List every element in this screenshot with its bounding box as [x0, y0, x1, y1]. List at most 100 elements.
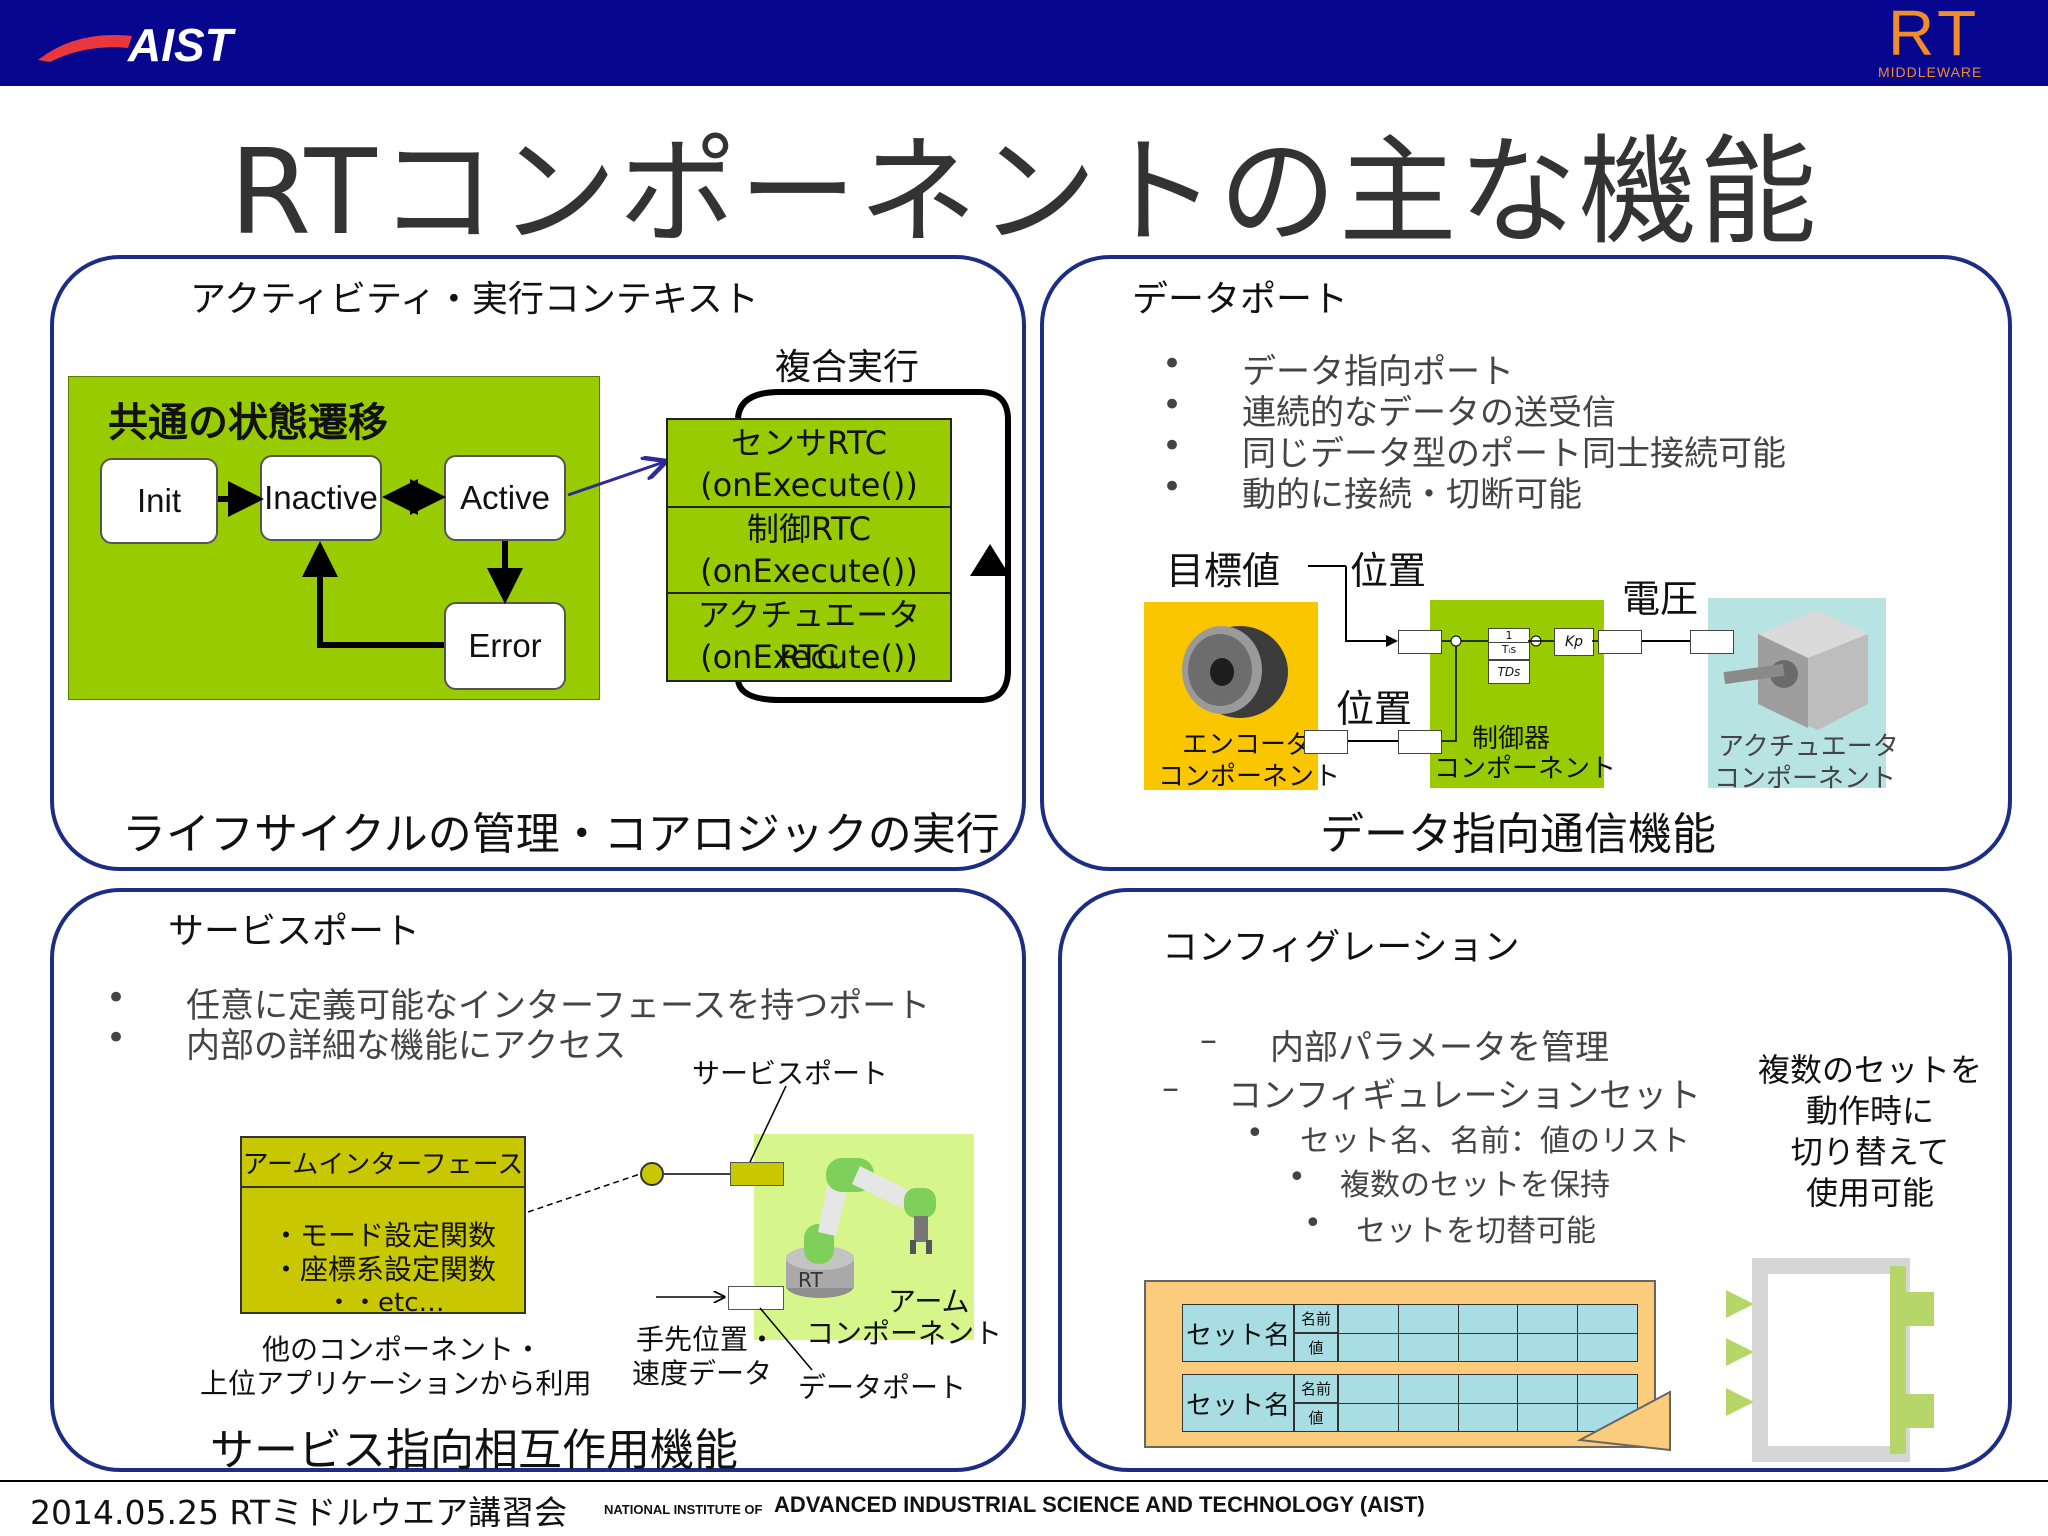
composite-loop-arrowhead-icon: [970, 544, 1010, 576]
ti-block: 1 Tᵢs: [1488, 628, 1530, 660]
state-init: Init: [100, 458, 218, 544]
state-init-label: Init: [136, 482, 182, 519]
config-item-5: セットを切替可能: [1356, 1214, 1596, 1249]
activity-heading: アクティビティ・実行コンテキスト: [190, 279, 759, 320]
config-set-1: セット名 名前 値: [1182, 1304, 1638, 1362]
encoder-label-2: コンポーネント: [1158, 762, 1341, 792]
set-1-cell: [1577, 1332, 1638, 1362]
config-marker-5: •: [1304, 1206, 1322, 1241]
dataport-bullet-3: 同じデータ型のポート同士接続可能: [1242, 434, 1786, 474]
set-2-cell: [1338, 1374, 1399, 1404]
state-active: Active: [444, 455, 566, 541]
config-note-3: 切り替えて: [1790, 1133, 1950, 1171]
bullet-icon: •: [106, 978, 127, 1018]
config-marker-4: •: [1288, 1160, 1306, 1195]
hand-label-1: 手先位置・: [636, 1323, 777, 1356]
actuator-label-1: アクチュエータ: [1718, 732, 1899, 762]
config-note-2: 動作時に: [1805, 1092, 1934, 1130]
rtc-actuator-name: アクチュエータRTC: [697, 596, 921, 676]
set-2-cell: [1397, 1374, 1459, 1404]
rtc-sensor: センサRTC (onExecute()): [668, 420, 950, 508]
hand-label-2: 速度データ: [632, 1357, 773, 1390]
encoder-outport-position[interactable]: [1304, 730, 1348, 754]
footer-org-prefix: NATIONAL INSTITUTE OF: [604, 1502, 763, 1517]
set-1-cell: [1338, 1332, 1399, 1362]
composite-label: 複合実行: [775, 347, 920, 388]
td-block: TDs: [1488, 660, 1530, 684]
rtc-actuator: アクチュエータRTC (onExecute()): [668, 592, 950, 680]
set-1-cell: [1338, 1304, 1399, 1334]
set-1-cell: [1457, 1304, 1519, 1334]
set-2-cell: [1457, 1374, 1519, 1404]
state-active-label: Active: [460, 479, 550, 516]
state-error: Error: [444, 602, 566, 690]
set-1-value-key: 値: [1294, 1333, 1338, 1362]
set-1-cell: [1577, 1304, 1638, 1334]
rtc-control: 制御RTC (onExecute()): [668, 506, 950, 594]
config-item-4: 複数のセットを保持: [1340, 1168, 1610, 1203]
label-target: 目標値: [1166, 549, 1281, 593]
users-label-1: 他のコンポーネント・: [262, 1333, 543, 1366]
config-marker-1: –: [1200, 1020, 1217, 1060]
bullet-icon: •: [1162, 467, 1183, 507]
bullet-icon: •: [1162, 385, 1183, 425]
label-position-mid: 位置: [1336, 687, 1413, 731]
ti-block-den: Tᵢs: [1501, 643, 1517, 656]
set-2-label: セット名: [1182, 1374, 1294, 1432]
set-1-name-key-text: 名前: [1300, 1310, 1331, 1328]
set-1-cell: [1397, 1304, 1459, 1334]
service-port-label: サービスポート: [692, 1057, 889, 1090]
controller-outport-voltage[interactable]: [1598, 630, 1642, 654]
actuator-inport-voltage[interactable]: [1690, 630, 1734, 654]
arm-interface-item-3: ・・etc…: [326, 1288, 445, 1318]
service-port-consumer-icon[interactable]: [640, 1162, 664, 1186]
component-block-icon: [1576, 1258, 1934, 1462]
rtc-stack: センサRTC (onExecute()) 制御RTC (onExecute())…: [666, 418, 952, 682]
arrow-error-inactive: [302, 541, 444, 648]
users-label-2: 上位アプリケーションから利用: [200, 1367, 592, 1400]
page-title: RTコンポーネントの主な機能: [229, 123, 1819, 261]
service-port-box[interactable]: [730, 1162, 784, 1186]
set-1-grid: [1338, 1304, 1638, 1362]
controller-label-1: 制御器: [1472, 724, 1551, 754]
data-port-box[interactable]: [728, 1286, 784, 1310]
rtc-sensor-call: (onExecute()): [700, 466, 918, 504]
arm-interface-title-text: アームインターフェース: [242, 1149, 524, 1180]
dataport-wiring: [1308, 565, 1690, 742]
set-1-cell: [1457, 1332, 1519, 1362]
footer-date: 2014.05.25 RTミドルウエア講習会: [30, 1493, 568, 1532]
footer-org-name: ADVANCED INDUSTRIAL SCIENCE AND TECHNOLO…: [774, 1492, 1425, 1517]
actuator-label-2: コンポーネント: [1714, 764, 1897, 794]
set-2-cell: [1457, 1402, 1519, 1432]
config-note: 複数のセットを 動作時に 切り替えて 使用可能: [1740, 1050, 2000, 1214]
set-1-cell: [1397, 1332, 1459, 1362]
kp-block: Kp: [1554, 628, 1594, 656]
rt-logo-subtext: MIDDLEWARE: [1878, 64, 1983, 80]
header-bar: [0, 0, 2048, 86]
service-heading: サービスポート: [168, 911, 421, 952]
rtc-actuator-call: (onExecute()): [700, 638, 918, 676]
composite-loop: [735, 389, 1011, 703]
dataport-bullet-4: 動的に接続・切断可能: [1242, 475, 1582, 515]
aist-logo: AIST: [36, 18, 256, 71]
bullet-icon: •: [1162, 344, 1183, 384]
controller-inport-position[interactable]: [1398, 730, 1442, 754]
set-2-cell: [1338, 1402, 1399, 1432]
rtc-sensor-name: センサRTC: [731, 424, 887, 462]
robot-arm-image: [786, 1158, 936, 1298]
service-bullet-2: 内部の詳細な機能にアクセス: [186, 1026, 627, 1066]
dataport-caption: データ指向通信機能: [1320, 809, 1716, 860]
label-position-top: 位置: [1350, 549, 1427, 593]
set-1-name-key: 名前: [1294, 1304, 1338, 1333]
arm-interface-title: アームインターフェース: [242, 1138, 524, 1188]
state-inactive-label: Inactive: [264, 479, 378, 516]
controller-inport-target[interactable]: [1398, 630, 1442, 654]
config-heading: コンフィグレーション: [1162, 927, 1520, 968]
rt-middleware-logo: RT MIDDLEWARE: [1870, 0, 2010, 82]
rtc-control-name: 制御RTC: [747, 510, 871, 548]
set-2-label-text: セット名: [1185, 1390, 1290, 1421]
set-1-cell: [1517, 1304, 1579, 1334]
config-marker-3: •: [1246, 1116, 1264, 1151]
set-2-name-key-text: 名前: [1300, 1380, 1331, 1398]
bullet-icon: •: [1162, 426, 1183, 466]
